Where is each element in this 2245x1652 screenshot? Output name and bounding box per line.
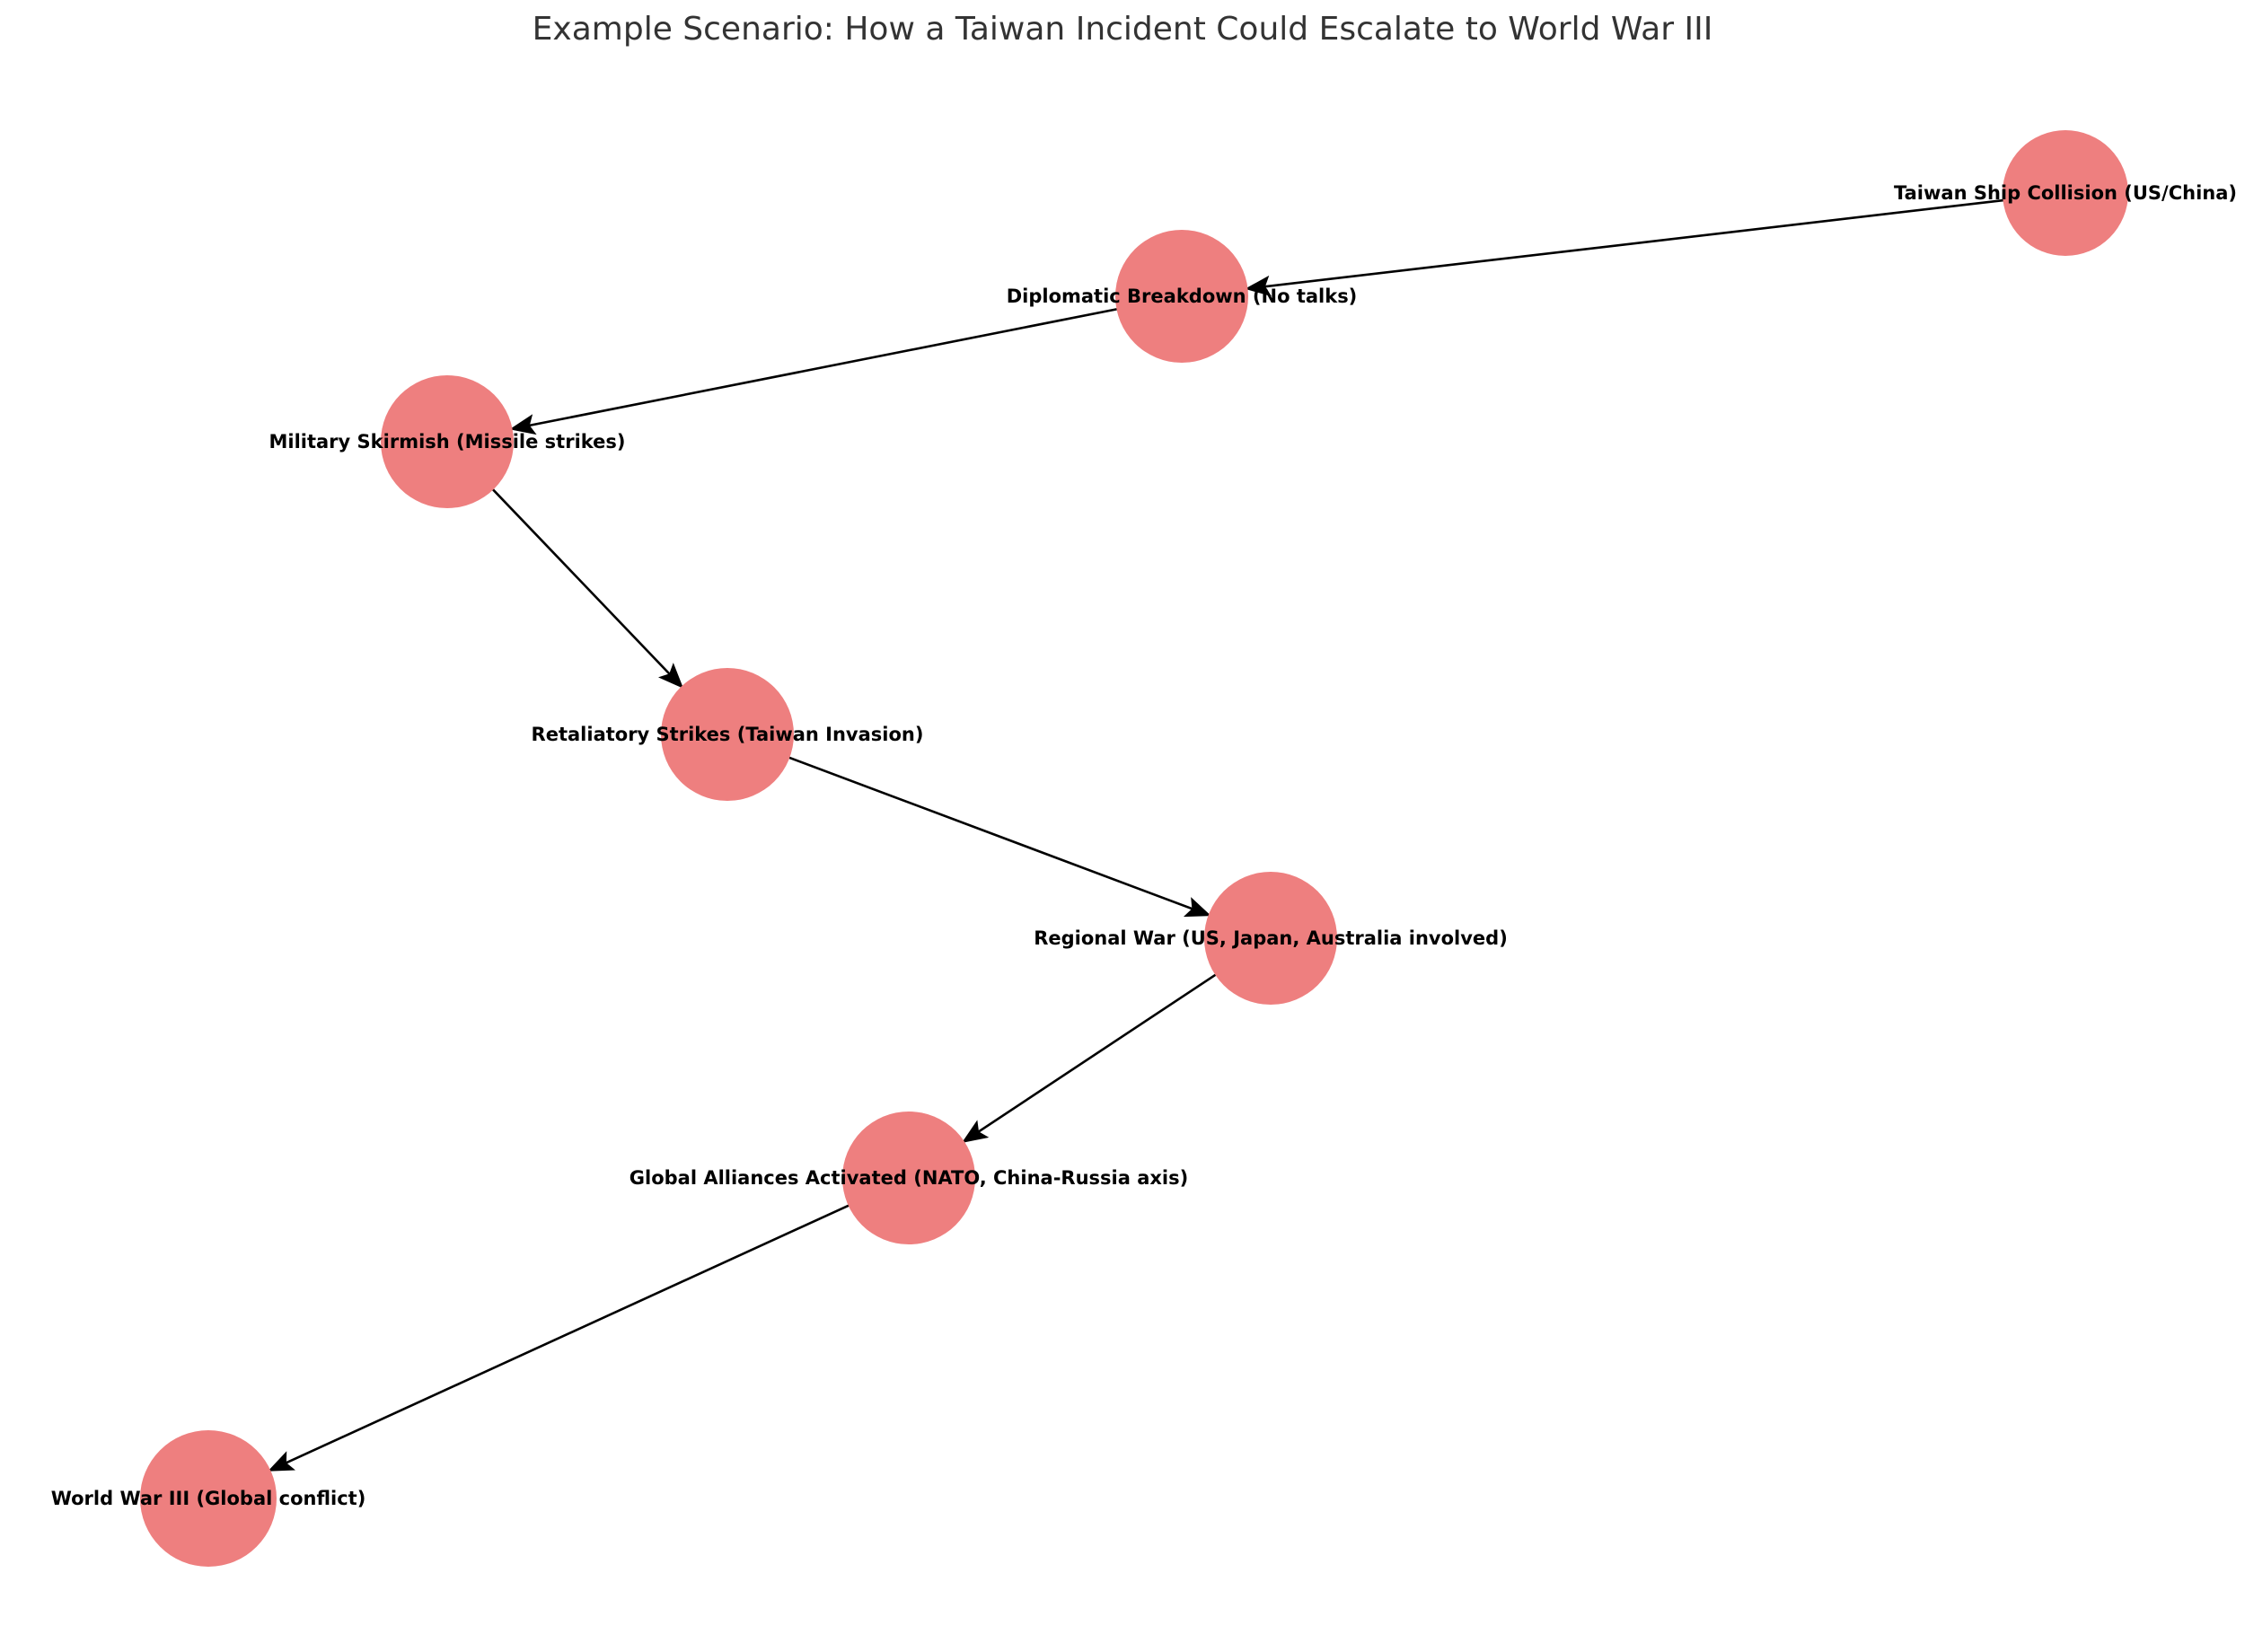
graph-node-global-alliances[interactable] (842, 1112, 975, 1244)
graph-node-world-war-iii[interactable] (140, 1430, 277, 1567)
graph-edge-regional-war-to-global-alliances (961, 971, 1219, 1144)
graph-edge-global-alliances-to-world-war-iii (268, 1202, 852, 1472)
graph-node-diplomatic-breakdown[interactable] (1115, 230, 1248, 363)
page-title: Example Scenario: How a Taiwan Incident … (532, 11, 1713, 48)
graph-edge-diplomatic-breakdown-to-military-skirmish (509, 307, 1121, 435)
graph-edge-retaliatory-strikes-to-regional-war (786, 755, 1211, 918)
graph-edge-military-skirmish-to-retaliatory-strikes (489, 486, 684, 689)
graph-edge-taiwan-ship-collision-to-diplomatic-breakdown (1245, 198, 2007, 297)
edges-layer (268, 198, 2007, 1472)
graph-node-retaliatory-strikes[interactable] (661, 668, 794, 801)
graph-node-military-skirmish[interactable] (381, 375, 514, 508)
nodes-layer (140, 130, 2128, 1567)
graph-node-taiwan-ship-collision[interactable] (2003, 130, 2128, 256)
graph-node-regional-war[interactable] (1204, 872, 1337, 1005)
